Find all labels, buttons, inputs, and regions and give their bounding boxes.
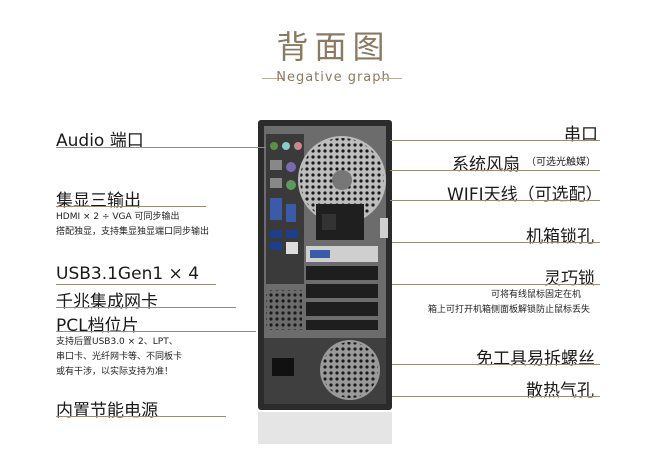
smart-lock-label: 灵巧锁: [544, 269, 595, 289]
fan-rule: [390, 170, 600, 171]
lock-hole-label: 机箱锁孔: [526, 227, 594, 247]
display-note-2: 搭配独显，支持集显独显端口同步输出: [56, 227, 210, 237]
display-note-1: HDMI × 2 ÷ VGA 可同步输出: [56, 212, 180, 222]
pcl-note-3: 或有干涉，以实际支持为准！: [56, 367, 174, 377]
page-subtitle: Negative graph: [276, 70, 391, 85]
serial-rule: [390, 140, 600, 141]
subtitle-rule-left: [262, 78, 284, 79]
screws-label: 免工具易拆螺丝: [476, 349, 595, 369]
pcl-rule: [56, 331, 256, 332]
nic-rule: [56, 307, 236, 308]
page-title: 背面图: [276, 28, 391, 66]
fan-label: 系统风扇: [452, 155, 520, 175]
usb-rule: [56, 284, 216, 285]
psu-rule: [56, 416, 226, 417]
fan-note: （可选光触媒）: [526, 157, 596, 168]
pcl-note-1: 支持后置USB3.0 × 2、LPT、: [56, 337, 178, 347]
lock-hole-rule: [392, 242, 600, 243]
usb-label: USB3.1Gen1 × 4: [56, 264, 200, 284]
pcl-label: PCL档位片: [56, 316, 139, 336]
nic-label: 千兆集成网卡: [56, 292, 158, 312]
wifi-label: WIFI天线（可选配）: [447, 185, 603, 205]
pcl-note-2: 串口卡、光纤网卡等、不同板卡: [56, 352, 183, 362]
psu-label: 内置节能电源: [56, 401, 158, 421]
display-output-label: 集显三输出: [56, 191, 141, 211]
smart-lock-rule: [392, 284, 600, 285]
vent-label: 散热气孔: [526, 381, 594, 401]
vent-rule: [392, 396, 600, 397]
wifi-rule: [390, 200, 600, 201]
screws-rule: [392, 364, 600, 365]
serial-label: 串口: [564, 125, 598, 145]
pc-rear-image: [258, 120, 392, 444]
subtitle-rule-right: [380, 78, 402, 79]
smart-lock-note-1: 可将有线鼠标固定在机: [491, 290, 582, 300]
audio-port-label: Audio 端口: [56, 131, 144, 151]
audio-rule: [56, 147, 266, 148]
display-rule: [56, 206, 206, 207]
smart-lock-note-2: 箱上可打开机箱侧面板解锁防止鼠标丢失: [428, 305, 591, 315]
